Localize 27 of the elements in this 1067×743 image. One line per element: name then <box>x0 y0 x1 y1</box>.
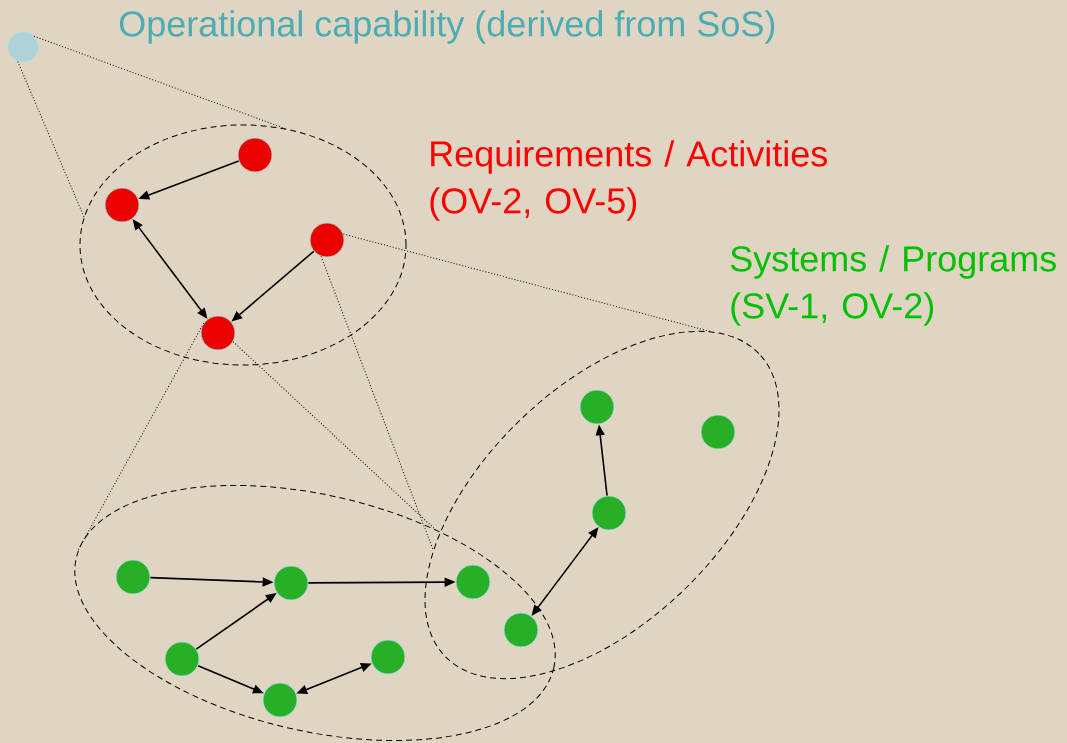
ball <box>591 495 627 531</box>
ball <box>273 565 309 601</box>
dotted-line <box>342 233 711 332</box>
ball <box>455 564 491 600</box>
group-label: Requirements / Activities (OV-2, OV-5) <box>430 140 827 221</box>
dotted-line <box>77 322 205 551</box>
ball <box>104 187 140 223</box>
ball <box>503 612 539 648</box>
ball <box>164 641 200 677</box>
dotted-line <box>33 35 286 130</box>
ball <box>200 315 236 351</box>
dashed-ellipse <box>79 124 407 366</box>
ball <box>237 137 273 173</box>
ball <box>7 31 39 63</box>
arrow <box>132 219 208 319</box>
dotted-line <box>320 255 434 551</box>
dotted-line <box>232 341 436 530</box>
dotted-line <box>17 60 85 218</box>
ball <box>309 222 345 258</box>
group-label: Systems / Programs (SV-1, OV-2) <box>730 245 1056 326</box>
ball <box>579 389 615 425</box>
ball <box>700 414 736 450</box>
arrow <box>531 527 599 616</box>
ball <box>370 639 406 675</box>
ball <box>262 682 298 718</box>
node-label: Operational capability (derived from SoS) <box>119 10 775 44</box>
ball <box>115 559 151 595</box>
